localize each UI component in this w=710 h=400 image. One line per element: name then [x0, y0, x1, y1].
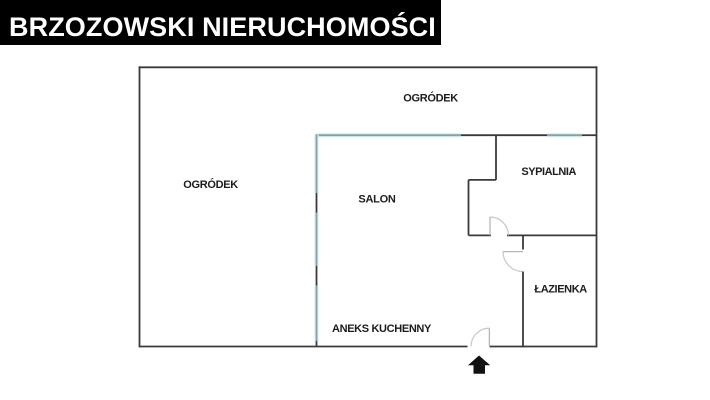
svg-text:ŁAZIENKA: ŁAZIENKA	[534, 283, 587, 295]
svg-text:SYPIALNIA: SYPIALNIA	[521, 166, 576, 178]
svg-text:OGRÓDEK: OGRÓDEK	[403, 92, 458, 105]
svg-text:SALON: SALON	[358, 193, 395, 205]
svg-text:ANEKS KUCHENNY: ANEKS KUCHENNY	[332, 323, 432, 335]
svg-text:OGRÓDEK: OGRÓDEK	[183, 178, 238, 191]
